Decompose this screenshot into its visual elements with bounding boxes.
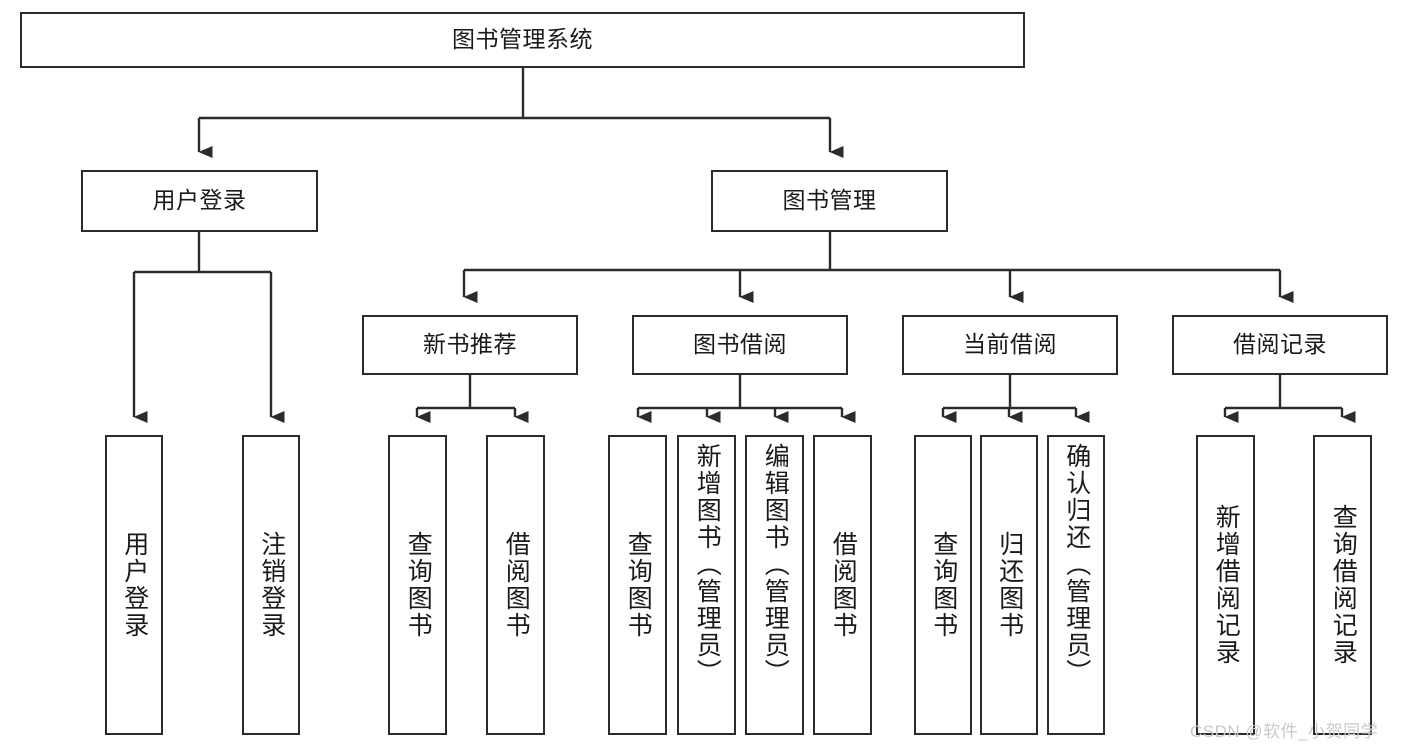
node-borrow-record[interactable]: 借阅记录 [1172,315,1388,375]
node-label: 编辑图书（管理员） [761,443,790,686]
node-label: 查询图书 [404,531,433,639]
node-book-borrow[interactable]: 图书借阅 [632,315,848,375]
node-leaf-confirm-return-admin[interactable]: 确认归还（管理员） [1047,435,1105,735]
node-leaf-user-login[interactable]: 用户登录 [105,435,163,735]
node-label: 借阅图书 [502,531,531,639]
node-leaf-return-book[interactable]: 归还图书 [980,435,1038,735]
node-leaf-borrow-book[interactable]: 借阅图书 [813,435,872,735]
node-label: 新书推荐 [423,331,517,358]
node-label: 查询借阅记录 [1329,504,1358,666]
node-label: 当前借阅 [963,331,1057,358]
node-label: 查询图书 [624,531,653,639]
node-user-login[interactable]: 用户登录 [81,170,318,232]
node-label: 新增图书（管理员） [693,443,722,686]
node-label: 查询图书 [929,531,958,639]
node-leaf-edit-book-admin[interactable]: 编辑图书（管理员） [745,435,804,735]
node-leaf-borrow-book-recommend[interactable]: 借阅图书 [486,435,545,735]
node-current-borrow[interactable]: 当前借阅 [902,315,1118,375]
node-leaf-query-book-borrow[interactable]: 查询图书 [608,435,667,735]
node-leaf-query-book-current[interactable]: 查询图书 [914,435,972,735]
node-leaf-query-borrow-record[interactable]: 查询借阅记录 [1313,435,1372,735]
node-leaf-logout[interactable]: 注销登录 [242,435,300,735]
node-root-book-management-system[interactable]: 图书管理系统 [20,12,1025,68]
node-book-management[interactable]: 图书管理 [711,170,948,232]
node-label: 图书管理系统 [452,26,593,53]
node-leaf-add-book-admin[interactable]: 新增图书（管理员） [677,435,736,735]
node-label: 用户登录 [120,531,149,639]
node-new-book-recommend[interactable]: 新书推荐 [362,315,578,375]
node-leaf-query-book-recommend[interactable]: 查询图书 [388,435,447,735]
node-label: 用户登录 [152,187,247,214]
node-label: 借阅记录 [1233,331,1327,358]
node-label: 图书管理 [782,187,877,214]
node-label: 确认归还（管理员） [1062,443,1091,686]
node-leaf-add-borrow-record[interactable]: 新增借阅记录 [1196,435,1255,735]
node-label: 借阅图书 [829,531,858,639]
node-label: 新增借阅记录 [1212,504,1241,666]
node-label: 注销登录 [257,531,286,639]
csdn-watermark: CSDN @软件_小贺同学 [1190,722,1379,741]
node-label: 图书借阅 [693,331,787,358]
node-label: 归还图书 [995,531,1024,639]
